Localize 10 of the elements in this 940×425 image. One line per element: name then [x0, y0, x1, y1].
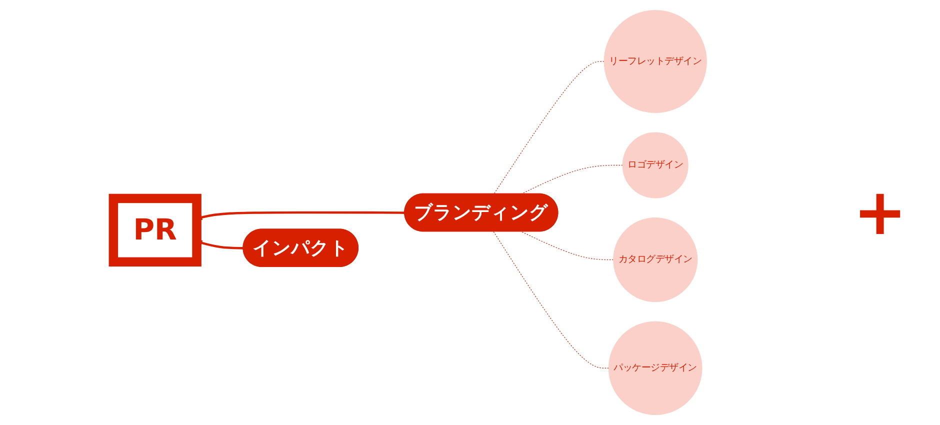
plus-sign: +	[853, 176, 907, 250]
node-box: PR	[108, 194, 202, 267]
node-circle: ロゴデザイン	[622, 132, 688, 198]
node-circle: カタログデザイン	[613, 217, 698, 302]
connector	[520, 164, 623, 194]
connector	[493, 231, 610, 368]
node-circle: リーフレットデザイン	[604, 10, 707, 114]
connector	[520, 231, 614, 260]
node-circle: パッケージデザイン	[608, 321, 702, 416]
connector	[494, 61, 604, 194]
